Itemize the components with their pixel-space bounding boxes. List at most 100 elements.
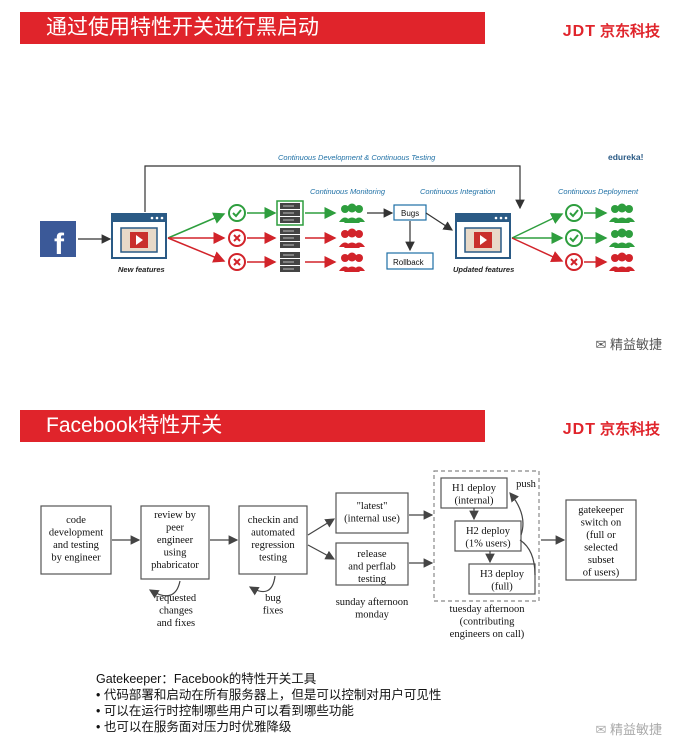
checkin-text-line: checkin and	[248, 515, 299, 526]
integration-label: Continuous Integration	[420, 187, 495, 196]
server-icon	[279, 227, 301, 249]
h1-deploy-text: H1 deploy (internal)	[452, 483, 497, 507]
gatekeeper-text-line: gatekeeper	[578, 505, 624, 516]
dark-launch-diagram: Continuous Development & Continuous Test…	[40, 152, 644, 274]
tuesday-text-line: (contributing	[460, 617, 516, 628]
top-label: Continuous Development & Continuous Test…	[278, 153, 436, 162]
users-icon	[339, 203, 365, 223]
checkin-text-line: automated	[251, 528, 295, 539]
requested-text-line: and fixes	[157, 618, 195, 629]
brand-jdt: JDT	[562, 421, 596, 438]
requested-text-line: changes	[159, 606, 193, 617]
gatekeeper-text-line: (full or	[586, 530, 616, 541]
code-dev-text-line: development	[49, 528, 103, 539]
h3-deploy-text-line: H3 deploy	[480, 569, 525, 580]
app-window-icon	[455, 213, 511, 259]
slide-title-banner: Facebook特性开关	[20, 410, 485, 442]
checkin-text-line: regression	[251, 540, 295, 551]
wechat-label: 精益敏捷	[609, 337, 662, 352]
wechat-label: 精益敏捷	[609, 722, 662, 737]
code-dev-text-line: by engineer	[51, 553, 101, 564]
app-window-icon	[111, 213, 167, 259]
x-icon	[228, 253, 246, 271]
release-text-line: and perflab	[348, 562, 396, 573]
caption-bullet: • 可以在运行时控制哪些用户可以看到哪些功能	[96, 704, 354, 718]
facebook-logo-icon: f	[40, 221, 76, 261]
sunday-text: sunday afternoon monday	[336, 597, 409, 621]
users-icon	[339, 252, 365, 272]
gatekeeper-box	[565, 499, 637, 581]
caption-bullet: • 也可以在服务面对压力时优雅降级	[96, 720, 292, 734]
slide-title-banner: 通过使用特性开关进行黑启动	[20, 12, 485, 44]
latest-text-line: (internal use)	[344, 514, 400, 525]
brand-jdt: JDT	[562, 23, 596, 40]
server-icon	[279, 202, 301, 224]
bugs-box	[393, 204, 427, 221]
brand-cn: 京东科技	[599, 421, 660, 438]
h2-deploy-text: H2 deploy(1% users)	[465, 526, 511, 550]
bug-fixes-text-line: fixes	[263, 606, 283, 617]
rollback-label: Rollback	[393, 258, 425, 267]
h3-deploy-text: H3 deploy (full)	[480, 569, 525, 593]
tuesday-text-line: engineers on call)	[450, 629, 525, 640]
slide-title: Facebook特性开关	[46, 414, 223, 437]
checkin-text-line: testing	[259, 553, 288, 564]
review-text-line: review by	[154, 510, 196, 521]
caption: Gatekeeper：Facebook的特性开关工具 • 代码部署和启动在所有服…	[96, 671, 441, 735]
checkin-box	[238, 505, 308, 575]
x-icon	[565, 253, 583, 271]
review-text-line: phabricator	[151, 560, 199, 571]
users-icon	[609, 252, 635, 272]
x-icon	[228, 229, 246, 247]
gatekeeper-text-line: of users)	[583, 568, 620, 579]
deploy-group	[433, 470, 540, 602]
review-text-line: engineer	[157, 535, 194, 546]
h2-deploy-text-line: (1% users)	[465, 539, 511, 550]
bug-fixes-text: bug fixes	[263, 593, 283, 617]
sunday-text-line: monday	[355, 610, 390, 621]
gatekeeper-text-line: selected	[584, 543, 619, 554]
requested-text-line: requested	[156, 593, 197, 604]
wechat-watermark: ✉ 精益敏捷	[595, 334, 662, 353]
release-text-line: release	[357, 549, 386, 560]
bug-fixes-text-line: bug	[265, 593, 282, 604]
caption-heading: Gatekeeper：Facebook的特性开关工具	[96, 672, 317, 686]
latest-box	[335, 492, 409, 534]
latest-text: "latest"(internal use)	[344, 501, 400, 525]
wechat-icon: ✉	[595, 722, 607, 737]
bugs-label: Bugs	[401, 209, 419, 218]
h1-deploy-text-line: H1 deploy	[452, 483, 497, 494]
monitoring-label: Continuous Monitoring	[310, 187, 386, 196]
h3-deploy-text-line: (full)	[491, 582, 513, 593]
new-features-label: New features	[118, 265, 165, 274]
caption-bullet: • 代码部署和启动在所有服务器上，但是可以控制对用户可见性	[96, 688, 442, 702]
h2-deploy-box	[454, 520, 522, 552]
h1-deploy-text-line: (internal)	[454, 496, 494, 507]
check-icon	[228, 204, 246, 222]
wechat-watermark: ✉ 精益敏捷	[595, 719, 662, 738]
brand-cn: 京东科技	[599, 23, 660, 40]
rollback-box	[386, 252, 434, 270]
review-text-line: using	[164, 548, 188, 559]
h3-deploy-box	[468, 563, 536, 595]
code-dev-text-line: and testing	[53, 540, 100, 551]
edureka-watermark: edureka!	[608, 152, 644, 162]
users-icon	[609, 228, 635, 248]
check-icon	[565, 229, 583, 247]
push-label: push	[516, 479, 537, 490]
sunday-text-line: sunday afternoon	[336, 597, 409, 608]
gatekeeper-text-line: subset	[588, 555, 614, 566]
svg-text:f: f	[54, 228, 65, 261]
gatekeeper-text-line: switch on	[581, 518, 622, 529]
